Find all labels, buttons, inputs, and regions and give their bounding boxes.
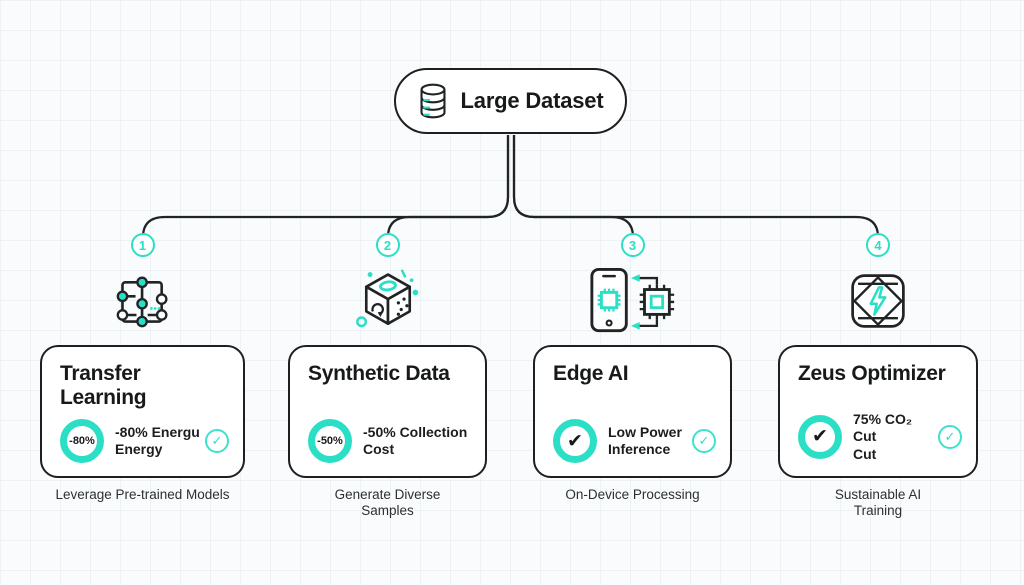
branch-transfer-learning: 1 Transfer Learning bbox=[40, 233, 245, 503]
step-number-badge: 2 bbox=[375, 233, 400, 257]
database-icon bbox=[420, 83, 446, 119]
branch-caption: Sustainable AI Training bbox=[834, 487, 922, 519]
percent-ring-badge: -80% bbox=[60, 419, 104, 463]
benefit-text: -80% Energu Energy bbox=[115, 423, 200, 458]
card-zeus-optimizer: Zeus Optimizer ✔ 75% CO₂ Cut Cut ✓ bbox=[778, 345, 978, 478]
percent-ring-badge: -50% bbox=[308, 419, 352, 463]
card-transfer-learning: Transfer Learning -80% -80% Energu Energ… bbox=[40, 345, 245, 478]
card-title: Zeus Optimizer bbox=[798, 362, 946, 385]
branch-caption: Generate Diverse Samples bbox=[334, 487, 441, 519]
card-synthetic-data: Synthetic Data -50% -50% Collection Cost bbox=[288, 345, 487, 478]
card-edge-ai: Edge AI ✔ Low Power Inference ✓ bbox=[533, 345, 732, 478]
branch-caption: Leverage Pre-trained Models bbox=[55, 487, 230, 502]
edge-ai-devices-icon bbox=[589, 268, 674, 333]
card-title: Synthetic Data bbox=[308, 362, 450, 385]
card-title: Edge AI bbox=[553, 362, 629, 385]
check-ring-badge: ✔ bbox=[553, 419, 597, 463]
check-circle-icon: ✓ bbox=[938, 424, 962, 449]
benefit-text: 75% CO₂ Cut Cut bbox=[853, 410, 913, 462]
benefit-text: -50% Collection Cost bbox=[363, 423, 468, 458]
step-number-badge: 3 bbox=[620, 233, 645, 257]
step-number-badge: 1 bbox=[130, 233, 155, 257]
zeus-lightning-icon bbox=[851, 274, 905, 328]
root-node: Large Dataset bbox=[394, 68, 627, 134]
root-title: Large Dataset bbox=[460, 88, 604, 113]
branch-caption: On-Device Processing bbox=[565, 487, 700, 502]
branch-synthetic-data: 2 Synthetic bbox=[288, 233, 487, 519]
card-title: Transfer Learning bbox=[60, 362, 147, 409]
step-number-badge: 4 bbox=[866, 233, 890, 257]
check-ring-badge: ✔ bbox=[798, 414, 842, 459]
benefit-text: Low Power Inference bbox=[608, 423, 682, 458]
branch-edge-ai: 3 Edge AI ✔ bbox=[533, 233, 732, 503]
synthetic-data-cube-icon bbox=[355, 269, 418, 328]
check-circle-icon: ✓ bbox=[692, 429, 716, 453]
branch-zeus-optimizer: 4 Zeus Optimizer ✔ 75% CO₂ Cut Cut ✓ bbox=[778, 233, 978, 519]
check-circle-icon: ✓ bbox=[205, 429, 229, 453]
network-nodes-icon bbox=[116, 276, 167, 328]
